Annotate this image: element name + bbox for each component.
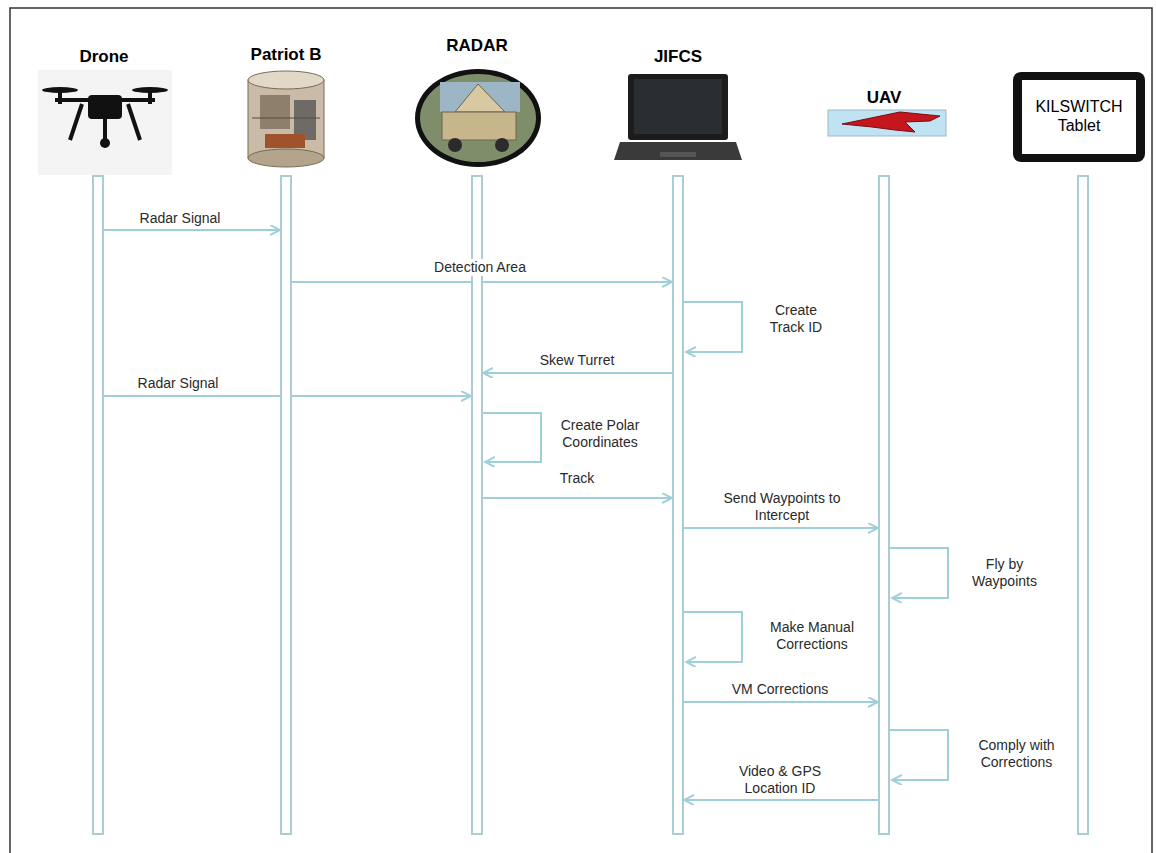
message-label: Track bbox=[558, 470, 596, 487]
message-arrow bbox=[483, 497, 672, 499]
drone-icon-part bbox=[58, 92, 62, 104]
drone-icon-part bbox=[42, 87, 78, 93]
patriot-launcher-icon-part bbox=[260, 95, 290, 129]
message-label: Create Track ID bbox=[758, 302, 834, 336]
self-message-arrow bbox=[890, 548, 948, 598]
drone-icon-part bbox=[103, 119, 107, 140]
self-message-arrow bbox=[684, 302, 742, 352]
self-message-arrow bbox=[890, 730, 948, 780]
radar-icon-part bbox=[440, 82, 520, 112]
lifeline: Drone bbox=[92, 175, 104, 835]
patriot-launcher-icon-part bbox=[248, 149, 324, 167]
message-label: Make Manual Corrections bbox=[755, 619, 869, 653]
self-message-arrow bbox=[483, 413, 541, 462]
drone-icon-part bbox=[38, 70, 172, 175]
drone-icon-part bbox=[100, 138, 110, 148]
message-arrow bbox=[104, 229, 280, 231]
tablet-icon-part bbox=[1022, 80, 1136, 154]
radar-icon-part bbox=[495, 138, 509, 152]
laptop-icon-part bbox=[628, 74, 728, 140]
participant-name: Drone bbox=[79, 47, 128, 67]
patriot-launcher-icon-part bbox=[265, 134, 305, 148]
patriot-launcher-icon-part bbox=[248, 71, 324, 89]
drone-icon-part bbox=[88, 95, 122, 119]
message-arrow bbox=[483, 372, 672, 374]
radar-icon-part bbox=[415, 69, 541, 167]
radar-icon-part bbox=[420, 74, 536, 162]
frame bbox=[10, 8, 1152, 853]
laptop-icon-part bbox=[634, 79, 722, 134]
drone-icon bbox=[38, 70, 172, 175]
participant-name: KILSWITCH Tablet bbox=[1024, 97, 1134, 135]
participant-name: RADAR bbox=[446, 36, 507, 56]
uav-icon bbox=[828, 110, 946, 136]
message-arrow bbox=[684, 701, 878, 703]
patriot-launcher-icon-part bbox=[248, 80, 324, 158]
lifeline: UAV bbox=[878, 175, 890, 835]
drone-icon-part bbox=[128, 104, 140, 140]
laptop-icon bbox=[614, 74, 742, 160]
message-label: Fly by Waypoints bbox=[960, 556, 1049, 590]
message-label: Radar Signal bbox=[138, 210, 223, 227]
tablet-icon bbox=[1013, 72, 1145, 162]
lifeline: JIFCS bbox=[672, 175, 684, 835]
lifeline: KILSWITCH Tablet bbox=[1077, 175, 1089, 835]
message-label: Detection Area bbox=[432, 259, 528, 276]
laptop-icon-part bbox=[660, 152, 696, 157]
patriot-launcher-icon-part bbox=[252, 118, 320, 119]
radar-icon-part bbox=[455, 84, 505, 112]
message-label: Skew Turret bbox=[538, 352, 617, 369]
message-label: Video & GPS Location ID bbox=[713, 763, 847, 797]
tablet-icon-part bbox=[1013, 72, 1145, 162]
message-label: VM Corrections bbox=[730, 681, 830, 698]
participant-name: Patriot B bbox=[251, 45, 322, 65]
radar-icon-part bbox=[442, 112, 516, 140]
message-label: Comply with Corrections bbox=[962, 737, 1071, 771]
uav-icon-part bbox=[842, 112, 940, 132]
message-arrow bbox=[684, 799, 878, 801]
message-label: Create Polar Coordinates bbox=[548, 417, 652, 451]
radar-icon-part bbox=[448, 138, 462, 152]
laptop-icon-part bbox=[614, 142, 742, 160]
message-label: Radar Signal bbox=[136, 375, 221, 392]
drone-icon-part bbox=[148, 92, 152, 104]
drone-icon-part bbox=[132, 87, 168, 93]
message-label: Send Waypoints to Intercept bbox=[700, 490, 864, 524]
uav-icon-part bbox=[828, 110, 946, 136]
radar-icon bbox=[415, 69, 541, 167]
drone-icon-part bbox=[70, 104, 82, 140]
patriot-launcher-icon bbox=[248, 71, 324, 167]
message-arrow bbox=[684, 527, 878, 529]
participant-name: UAV bbox=[867, 88, 902, 108]
lifeline: Patriot B bbox=[280, 175, 292, 835]
self-message-arrow bbox=[684, 612, 742, 662]
participant-name: JIFCS bbox=[654, 47, 702, 67]
